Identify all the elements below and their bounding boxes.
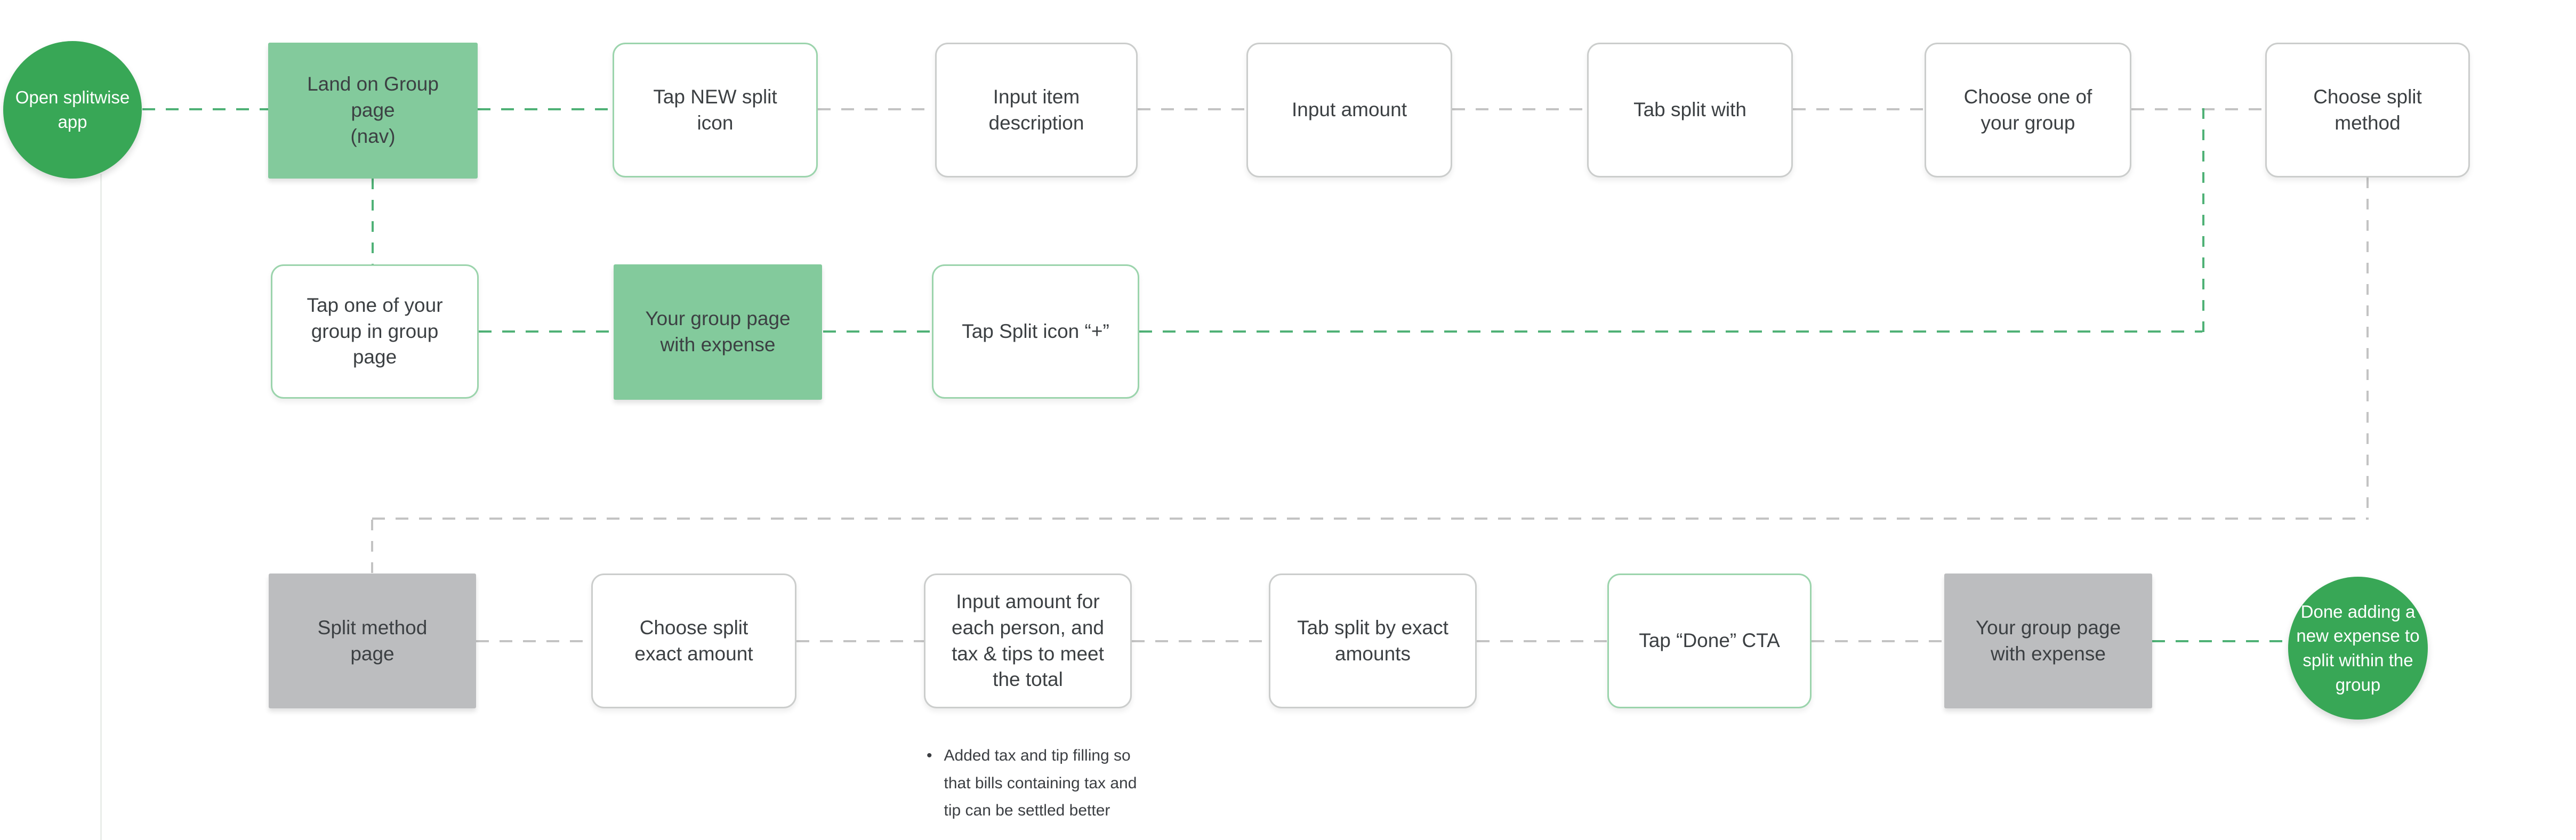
node-input-amount[interactable]: Input amount [1246,43,1452,177]
connector-land-group-to-tap-new-split [478,108,613,110]
connector-choose-one-group-to-choose-split-method [2131,108,2265,110]
node-choose-split-method[interactable]: Choose split method [2265,43,2470,177]
connector-down-to-split-method-page [371,520,373,574]
note-text: Added tax and tip filling so that bills … [944,747,1137,820]
connector-return-path-horizontal [372,518,2369,520]
connector-tap-one-group-to-your-group-page [479,330,613,333]
node-land-on-group-page[interactable]: Land on Group page (nav) [268,43,478,179]
connector-input-amount-each-to-tab-split-exact [1132,640,1269,642]
node-input-item-description[interactable]: Input item description [935,43,1138,177]
node-your-group-page-with-expense[interactable]: Your group page with expense [614,264,822,400]
connector-input-amount-to-tab-split-with [1452,108,1587,110]
connector-choose-split-method-down [2366,177,2369,519]
node-tab-split-by-exact-amounts[interactable]: Tab split by exact amounts [1269,574,1477,708]
connector-land-group-down-to-tap-one-group [372,179,374,264]
page-edge-divider [100,174,102,840]
node-done-adding-expense[interactable]: Done adding a new expense to split withi… [2288,577,2428,720]
node-tab-split-with[interactable]: Tab split with [1587,43,1793,177]
connector-input-item-to-input-amount [1138,108,1246,110]
connector-choose-split-exact-to-input-amount-each [796,640,924,642]
tax-tip-note: • Added tax and tip filling so that bill… [927,742,1177,825]
connector-tap-split-icon-to-junction [1139,330,2202,333]
connector-tab-split-with-to-choose-one-group [1793,108,1925,110]
node-choose-split-exact-amount[interactable]: Choose split exact amount [591,574,796,708]
connector-start-to-land-group [142,108,268,110]
connector-tap-new-split-to-input-item [818,108,935,110]
node-your-group-page-with-expense-final[interactable]: Your group page with expense [1944,574,2152,708]
node-open-splitwise-app[interactable]: Open splitwise app [3,41,142,179]
connector-split-method-page-to-choose-split-exact [476,640,591,642]
connector-tab-split-exact-to-tap-done [1477,640,1607,642]
connector-tap-done-to-your-group-page-2 [1812,640,1944,642]
note-bullet: • [927,747,932,764]
connector-junction-up-to-main-flow [2202,108,2204,333]
connector-your-group-page-2-to-done [2152,640,2288,642]
connector-your-group-page-to-tap-split-icon [823,330,932,333]
node-choose-one-of-your-group[interactable]: Choose one of your group [1925,43,2131,177]
node-tap-done-cta[interactable]: Tap “Done” CTA [1607,574,1812,708]
node-tap-one-of-your-group[interactable]: Tap one of your group in group page [271,264,479,399]
node-tap-new-split-icon[interactable]: Tap NEW split icon [613,43,818,177]
node-split-method-page[interactable]: Split method page [269,574,476,708]
node-tap-split-icon-plus[interactable]: Tap Split icon “+” [932,264,1139,399]
node-input-amount-for-each-person[interactable]: Input amount for each person, and tax & … [924,574,1132,708]
